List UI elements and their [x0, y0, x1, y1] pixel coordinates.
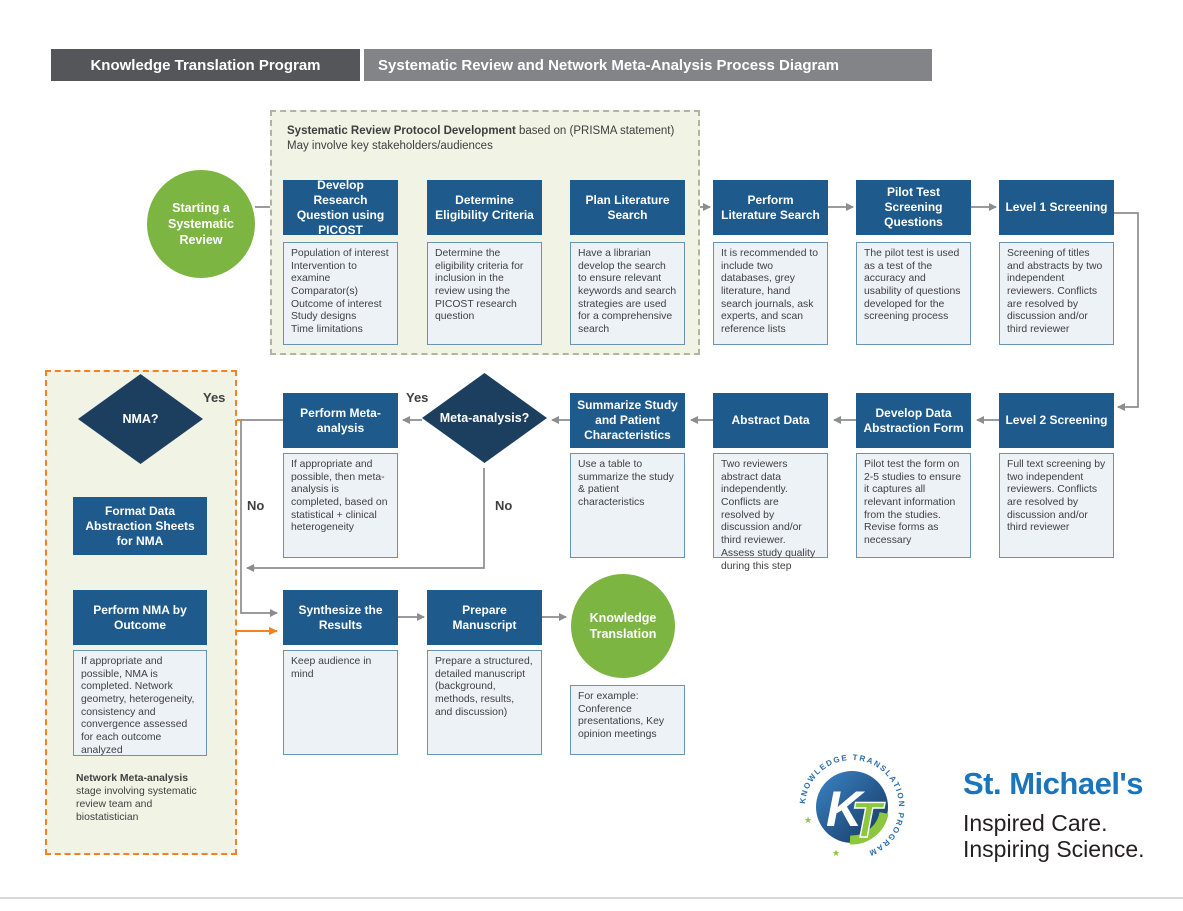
step-title: Level 1 Screening — [1005, 200, 1108, 214]
step-determine-eligibility: Determine Eligibility Criteria — [427, 180, 542, 235]
step-format-abstraction-sheets: Format Data Abstraction Sheets for NMA — [73, 497, 207, 555]
desc-develop-research-question: Population of interest Intervention to e… — [283, 242, 398, 345]
step-develop-research-question: Develop Research Question using PICOST — [283, 177, 398, 237]
bottom-divider — [0, 897, 1183, 899]
step-title: Perform NMA by Outcome — [93, 602, 187, 632]
step-perform-nma-by-outcome: Perform NMA by Outcome — [73, 590, 207, 645]
nma-stage-note-rest: stage involving systematic review team a… — [76, 786, 197, 823]
step-title: Prepare Manuscript — [452, 602, 517, 632]
label-meta-no: No — [495, 498, 513, 513]
protocol-zone-note: Systematic Review Protocol Development b… — [287, 124, 679, 154]
step-title: Plan Literature Search — [585, 192, 670, 222]
step-title: Pilot Test Screening Questions — [884, 185, 943, 229]
step-title: Develop Research Question using PICOST — [296, 177, 385, 237]
st-michaels-wordmark: St. Michael's Inspired Care. Inspiring S… — [963, 766, 1145, 862]
kt-logo-letter-k: K — [826, 781, 866, 837]
st-michaels-tagline-2: Inspiring Science. — [963, 835, 1145, 862]
desc-perform-nma-by-outcome: If appropriate and possible, NMA is comp… — [73, 650, 207, 756]
step-title: Perform Literature Search — [721, 192, 820, 222]
decision-label: NMA? — [122, 412, 159, 426]
step-develop-abstraction-form: Develop Data Abstraction Form — [856, 393, 971, 448]
st-michaels-tagline-1: Inspired Care. — [963, 810, 1108, 836]
step-prepare-manuscript: Prepare Manuscript — [427, 590, 542, 645]
step-perform-literature-search: Perform Literature Search — [713, 180, 828, 235]
connector-nma-no-to-synthesize — [240, 420, 278, 617]
desc-level1-screening: Screening of titles and abstracts by two… — [999, 242, 1114, 345]
label-nma-yes: Yes — [203, 390, 226, 405]
step-synthesize-results: Synthesize the Results — [283, 590, 398, 645]
step-title: Summarize Study and Patient Characterist… — [577, 398, 678, 442]
start-circle-label: Starting a Systematic Review — [167, 200, 234, 248]
kt-logo-letter-t: T — [851, 792, 886, 848]
header-program-segment: Knowledge Translation Program — [51, 49, 360, 81]
step-perform-meta-analysis: Perform Meta-analysis — [283, 393, 398, 448]
desc-knowledge-translation: For example: Conference presentations, K… — [570, 685, 685, 755]
kt-program-logo: K T KNOWLEDGE TRANSLATION PROGRAM ★ ★ — [798, 753, 904, 858]
kt-logo-green-crescent — [849, 811, 889, 845]
step-level2-screening: Level 2 Screening — [999, 393, 1114, 448]
desc-pilot-test-screening: The pilot test is used as a test of the … — [856, 242, 971, 345]
header-title-label: Systematic Review and Network Meta-Analy… — [378, 56, 840, 74]
step-plan-literature-search: Plan Literature Search — [570, 180, 685, 235]
header-title-segment: Systematic Review and Network Meta-Analy… — [364, 49, 932, 81]
kt-logo-star-bottom: ★ — [832, 848, 840, 858]
step-title: Level 2 Screening — [1005, 413, 1108, 427]
knowledge-translation-label: Knowledge Translation — [589, 610, 657, 641]
nma-stage-note-bold: Network Meta-analysis — [76, 773, 189, 784]
step-pilot-test-screening: Pilot Test Screening Questions — [856, 180, 971, 235]
desc-perform-literature-search: It is recommended to include two databas… — [713, 242, 828, 345]
st-michaels-name: St. Michael's — [963, 766, 1144, 801]
step-title: Synthesize the Results — [298, 602, 383, 632]
nma-stage-note: Network Meta-analysis stage involving sy… — [76, 772, 204, 824]
protocol-zone-note-bold: Systematic Review Protocol Development — [287, 125, 516, 137]
desc-synthesize-results: Keep audience in mind — [283, 650, 398, 755]
desc-summarize-characteristics: Use a table to summarize the study & pat… — [570, 453, 685, 558]
start-circle: Starting a Systematic Review — [147, 170, 255, 278]
decision-label: Meta-analysis? — [439, 411, 530, 425]
step-title: Perform Meta-analysis — [300, 405, 381, 435]
desc-perform-meta-analysis: If appropriate and possible, then meta-a… — [283, 453, 398, 558]
label-nma-no: No — [247, 498, 265, 513]
desc-develop-abstraction-form: Pilot test the form on 2-5 studies to en… — [856, 453, 971, 558]
knowledge-translation-circle: Knowledge Translation — [571, 574, 675, 678]
step-summarize-characteristics: Summarize Study and Patient Characterist… — [570, 393, 685, 448]
step-title: Develop Data Abstraction Form — [863, 405, 964, 435]
desc-determine-eligibility: Determine the eligibility criteria for i… — [427, 242, 542, 345]
desc-plan-literature-search: Have a librarian develop the search to e… — [570, 242, 685, 345]
desc-prepare-manuscript: Prepare a structured, detailed manuscrip… — [427, 650, 542, 755]
kt-logo-star-left: ★ — [804, 815, 812, 825]
step-title: Abstract Data — [731, 413, 810, 427]
header-program-label: Knowledge Translation Program — [90, 56, 321, 74]
desc-abstract-data: Two reviewers abstract data independentl… — [713, 453, 828, 572]
kt-logo-disc — [816, 771, 888, 843]
decision-meta-analysis: Meta-analysis? — [422, 373, 547, 463]
protocol-zone-note-rest: based on (PRISMA statement) May involve … — [287, 125, 675, 153]
desc-level2-screening: Full text screening by two independent r… — [999, 453, 1114, 558]
step-abstract-data: Abstract Data — [713, 393, 828, 448]
step-title: Format Data Abstraction Sheets for NMA — [85, 503, 195, 548]
step-level1-screening: Level 1 Screening — [999, 180, 1114, 235]
step-title: Determine Eligibility Criteria — [435, 192, 534, 222]
connector-level1-to-level2 — [1114, 212, 1139, 411]
label-meta-yes: Yes — [406, 390, 429, 405]
